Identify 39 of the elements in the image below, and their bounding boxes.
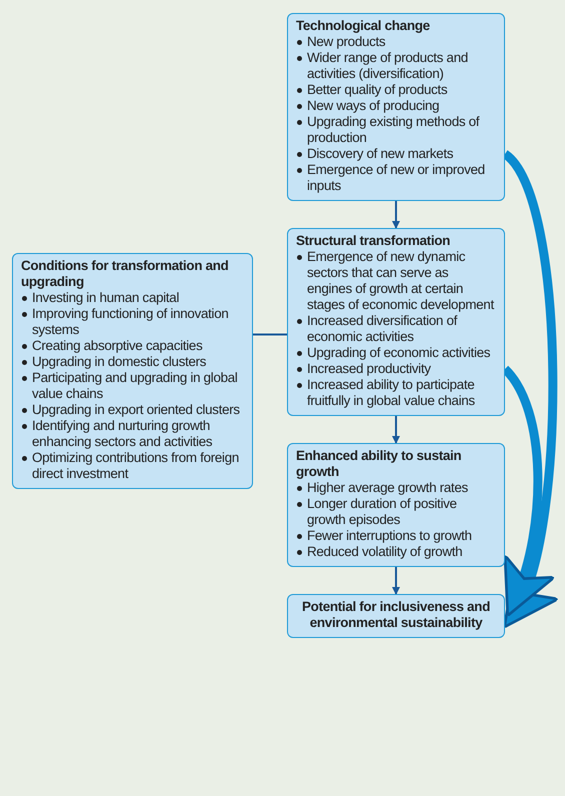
bullet-text: Emergence of new or improved inputs (307, 162, 486, 194)
arrow (392, 201, 400, 229)
bullet-text: Reduced volatility of growth (307, 544, 462, 560)
box-heading: Technological change (296, 18, 431, 34)
bullet-text: Creating absorptive capacities (32, 338, 202, 354)
bullet-text: Identifying and nurturing growth enhancing sectors and activities (32, 418, 214, 450)
bullet-text: Emergence of new dynamic sectors that can serve as engines of growth at certain stages of economic development (307, 249, 496, 313)
bullet-text: Higher average growth rates (307, 480, 468, 496)
curved-arrow (502, 366, 555, 618)
process-box (12, 253, 253, 489)
arrow (392, 416, 400, 444)
process-box (287, 594, 505, 638)
bullet-text: Upgrading existing methods of production (307, 114, 480, 146)
bullet-text: Discovery of new markets (307, 146, 454, 162)
process-box (287, 13, 505, 201)
arrow (392, 567, 400, 595)
bullet-text: Improving functioning of innovation systems (32, 306, 230, 338)
bullet-text: Increased diversification of economic activities (307, 313, 458, 345)
bullet-text: Longer duration of positive growth episodes (307, 496, 458, 528)
bullet-text: Participating and upgrading in global value chains (32, 370, 238, 402)
bullet-text: Optimizing contributions from foreign direct investment (32, 450, 240, 482)
bullet-text: Increased productivity (307, 361, 431, 377)
bullet-text: Better quality of products (307, 82, 448, 98)
bullet-text: Investing in human capital (32, 290, 179, 306)
box-heading: Structural transformation (296, 233, 452, 249)
bullet-text: New ways of producing (307, 98, 440, 114)
box-heading: Conditions for transformation and upgrading (21, 258, 230, 290)
bullet-text: Upgrading of economic activities (307, 345, 490, 361)
bullet-text: Increased ability to participate fruitfully in global value chains (307, 377, 476, 409)
bullet-text: Upgrading in export oriented clusters (32, 402, 240, 418)
connector-line (253, 334, 287, 336)
box-heading: Potential for inclusiveness and environmental sustainability (301, 599, 491, 631)
box-heading: Enhanced ability to sustain growth (296, 448, 462, 480)
process-box (287, 228, 505, 416)
process-box (287, 443, 505, 567)
bullet-text: Fewer interruptions to growth (307, 528, 472, 544)
bullet-text: New products (307, 34, 386, 50)
bullet-text: Wider range of products and activities (diversification) (307, 50, 469, 82)
bullet-text: Upgrading in domestic clusters (32, 354, 206, 370)
